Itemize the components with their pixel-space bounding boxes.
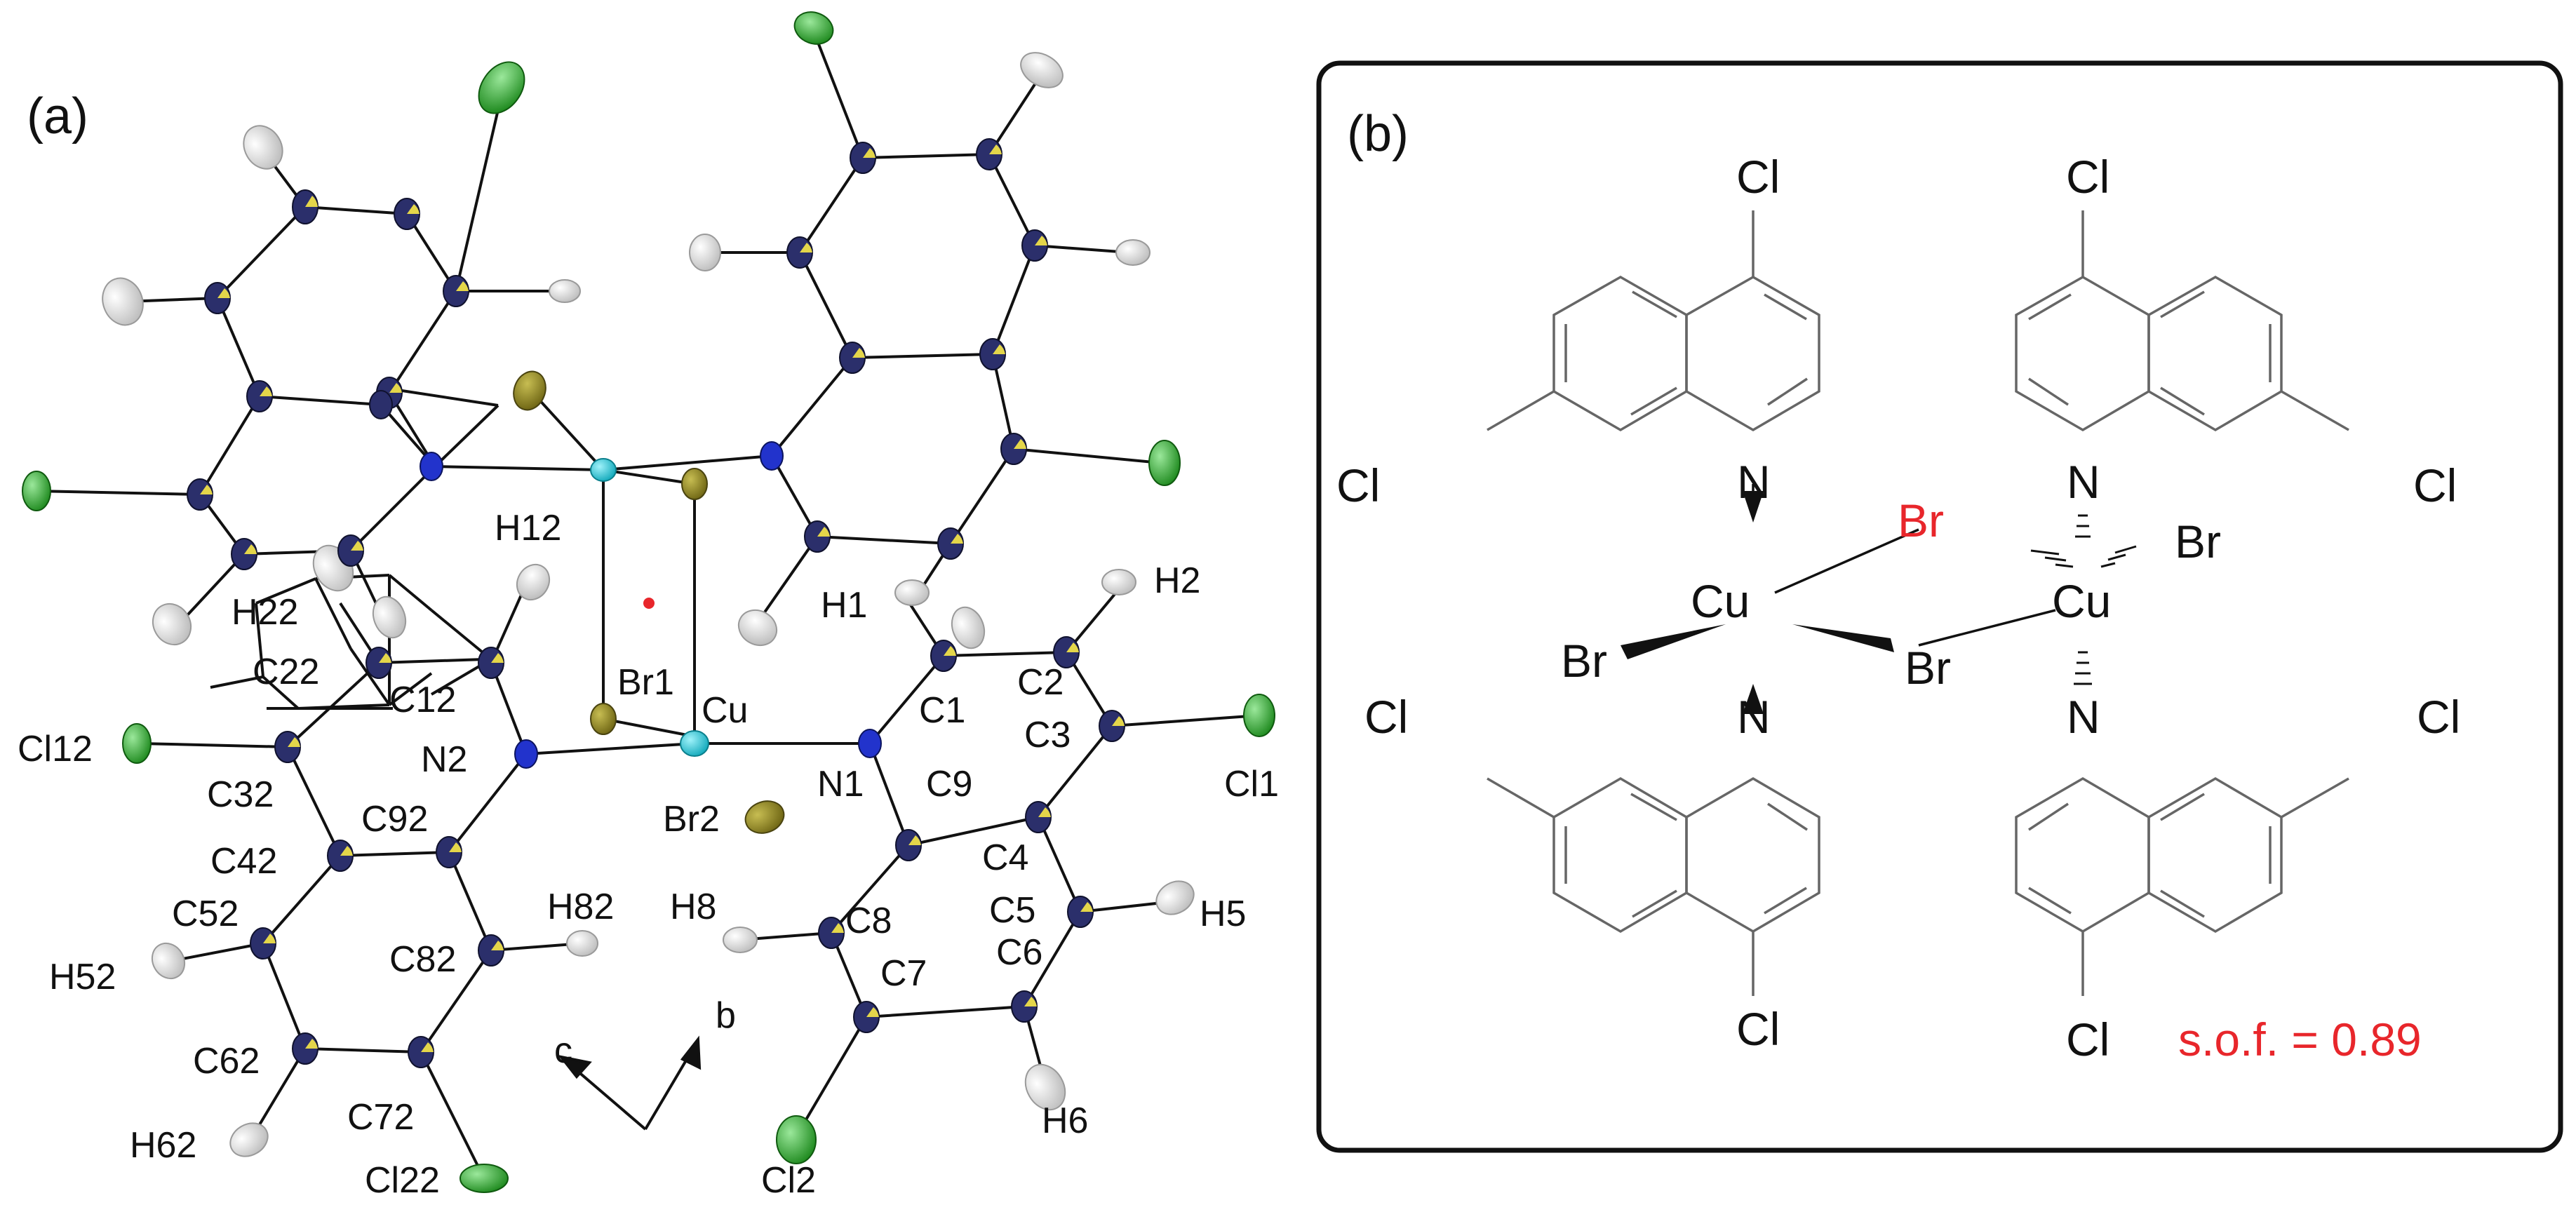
- atom-label-h62: H62: [130, 1125, 196, 1166]
- br-left-terminal: Br: [1561, 635, 1607, 687]
- br-bridge-red: Br: [1898, 494, 1944, 546]
- panel-a-bonds: [34, 31, 1260, 1179]
- atom-label-c72: C72: [347, 1097, 414, 1138]
- atom-label-h1: H1: [821, 585, 867, 626]
- cl-top-left: Cl: [1736, 151, 1780, 203]
- panel-b-label: (b): [1347, 106, 1409, 162]
- atom-label-c: c: [554, 1030, 572, 1071]
- cl-top-right: Cl: [2066, 151, 2109, 203]
- atom-label-h82: H82: [547, 887, 614, 927]
- panel-a-chlorine-atoms: [22, 11, 1275, 1193]
- br-right-terminal: Br: [2175, 516, 2221, 567]
- cu-right: Cu: [2052, 575, 2111, 627]
- panel-b-frame: [1316, 60, 2563, 1153]
- atom-label-cl12: Cl12: [18, 729, 93, 769]
- atom-label-c42: C42: [210, 841, 277, 882]
- cl-mid-right-upper: Cl: [2413, 459, 2457, 511]
- panel-b-rings: [1487, 210, 2349, 996]
- cl-mid-left-upper: Cl: [1336, 459, 1380, 511]
- atom-label-c7: C7: [880, 953, 927, 994]
- atom-label-h12: H12: [495, 508, 561, 548]
- panel-a-carbon-atoms: [187, 138, 1125, 1068]
- atom-label-c6: C6: [996, 932, 1042, 973]
- atom-label-c22: C22: [253, 652, 319, 692]
- panel-a-nitrogen-atoms: [420, 441, 882, 769]
- axis-arrows: [558, 1035, 702, 1131]
- atom-label-c82: C82: [389, 939, 456, 980]
- n-top-right: N: [2067, 456, 2100, 508]
- cl-mid-left-lower: Cl: [1364, 691, 1408, 743]
- atom-label-br1: Br1: [617, 662, 674, 703]
- atom-label-c32: C32: [207, 774, 274, 815]
- cl-bottom-right: Cl: [2066, 1014, 2109, 1065]
- atom-label-cl1: Cl1: [1224, 764, 1279, 804]
- atom-label-c4: C4: [982, 837, 1028, 878]
- cl-bottom-left: Cl: [1736, 1003, 1780, 1055]
- atom-label-c1: C1: [919, 690, 965, 731]
- panel-a-ortep-structure: (a): [18, 11, 1279, 1201]
- atom-label-b: b: [716, 995, 736, 1036]
- atom-label-c5: C5: [989, 890, 1035, 931]
- atom-label-h6: H6: [1042, 1100, 1088, 1141]
- atom-label-n2: N2: [421, 739, 467, 780]
- sof-label: s.o.f. = 0.89: [2178, 1014, 2422, 1065]
- atom-label-c12: C12: [389, 680, 456, 720]
- atom-label-br2: Br2: [663, 799, 720, 840]
- atom-label-cl22: Cl22: [365, 1160, 440, 1201]
- atom-label-c2: C2: [1017, 662, 1064, 703]
- atom-label-c8: C8: [845, 901, 892, 941]
- atom-label-c92: C92: [361, 799, 428, 840]
- atom-label-h8: H8: [670, 887, 716, 927]
- panel-b-schematic: (b): [1316, 60, 2563, 1153]
- inversion-center-dot: [643, 598, 655, 609]
- atom-label-cl2: Cl2: [761, 1160, 816, 1201]
- panel-a-copper-atoms: [590, 458, 709, 757]
- cu-left: Cu: [1691, 575, 1750, 627]
- panel-a-bromine-atoms: [513, 370, 785, 834]
- n-bottom-left: N: [1737, 691, 1771, 743]
- atom-label-n1: N1: [817, 764, 864, 804]
- n-top-left: N: [1737, 456, 1771, 508]
- cl-mid-right-lower: Cl: [2417, 691, 2460, 743]
- panel-a-hydrogen-atoms: [102, 52, 1195, 1157]
- atom-label-c52: C52: [172, 894, 239, 934]
- atom-label-h2: H2: [1154, 560, 1200, 601]
- panel-a-label: (a): [27, 88, 88, 144]
- atom-label-c62: C62: [193, 1041, 260, 1082]
- atom-label-cu: Cu: [702, 690, 748, 731]
- atom-label-h22: H22: [232, 592, 298, 633]
- br-bridge: Br: [1905, 642, 1951, 694]
- panel-b-atom-labels: Cl Cl Cl Cl N N Cu Cu Br Br Br Br N N Cl…: [1336, 151, 2460, 1065]
- atom-label-c3: C3: [1024, 715, 1071, 755]
- n-bottom-right: N: [2067, 691, 2100, 743]
- atom-label-h52: H52: [49, 957, 116, 997]
- atom-label-c9: C9: [926, 764, 972, 804]
- panel-b-coordination-bonds: [1621, 484, 2137, 714]
- atom-label-h5: H5: [1200, 894, 1246, 934]
